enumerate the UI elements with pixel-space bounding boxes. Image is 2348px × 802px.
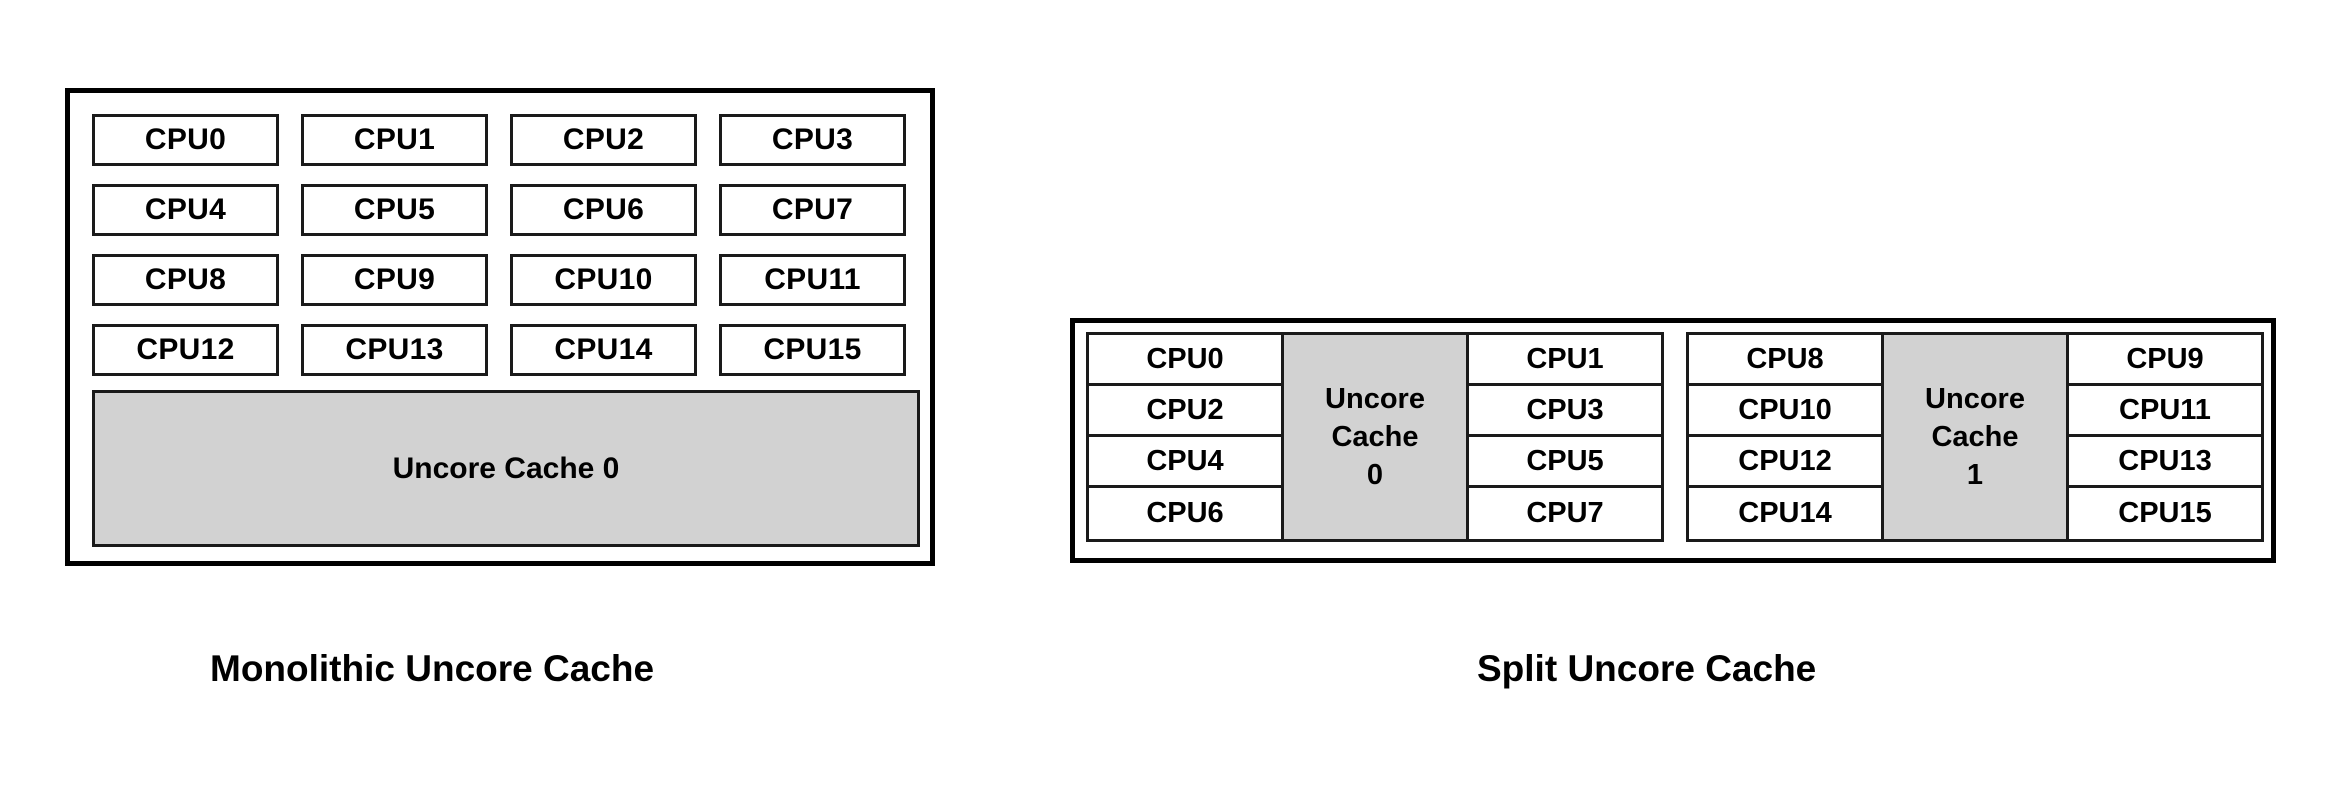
cpu-box: CPU9	[301, 254, 488, 306]
cpu-box: CPU10	[1689, 386, 1881, 437]
cpu-box: CPU4	[1089, 437, 1281, 488]
uncore-cache-label-line2: Cache	[1931, 420, 2019, 453]
cpu-box: CPU11	[2069, 386, 2261, 437]
cpu-row: CPU4 CPU5 CPU6 CPU7	[92, 184, 920, 236]
monolithic-figure-caption: Monolithic Uncore Cache	[210, 648, 655, 689]
cpu-row: CPU12 CPU13 CPU14 CPU15	[92, 324, 920, 376]
cpu-box: CPU14	[1689, 488, 1881, 539]
cpu-box: CPU5	[301, 184, 488, 236]
monolithic-uncore-cache-figure: CPU0 CPU1 CPU2 CPU3 CPU4 CPU5 CPU6 CPU7 …	[65, 88, 935, 566]
cpu-box: CPU15	[2069, 488, 2261, 539]
cpu-box: CPU5	[1469, 437, 1661, 488]
cpu-box: CPU7	[1469, 488, 1661, 539]
uncore-cache-block: Uncore Cache 0	[1281, 335, 1469, 539]
split-cache-group: CPU8 CPU10 CPU12 CPU14 Uncore Cache 1 CP…	[1686, 332, 2264, 542]
uncore-cache-block: Uncore Cache 1	[1881, 335, 2069, 539]
monolithic-cpu-grid: CPU0 CPU1 CPU2 CPU3 CPU4 CPU5 CPU6 CPU7 …	[92, 114, 920, 376]
cpu-box: CPU14	[510, 324, 697, 376]
cpu-box: CPU1	[1469, 335, 1661, 386]
split-uncore-cache-figure: CPU0 CPU2 CPU4 CPU6 Uncore Cache 0 CPU1 …	[1070, 318, 2276, 563]
split-groups-container: CPU0 CPU2 CPU4 CPU6 Uncore Cache 0 CPU1 …	[1086, 332, 2264, 542]
cpu-column-right: CPU1 CPU3 CPU5 CPU7	[1469, 335, 1661, 539]
cpu-box: CPU8	[92, 254, 279, 306]
split-figure-caption: Split Uncore Cache	[1477, 648, 1817, 689]
uncore-cache-label-line1: Uncore	[1925, 382, 2025, 415]
cpu-box: CPU3	[719, 114, 906, 166]
cpu-box: CPU13	[2069, 437, 2261, 488]
uncore-cache-block: Uncore Cache 0	[92, 390, 920, 547]
cpu-box: CPU9	[2069, 335, 2261, 386]
cpu-box: CPU10	[510, 254, 697, 306]
cpu-box: CPU12	[1689, 437, 1881, 488]
cpu-box: CPU11	[719, 254, 906, 306]
cpu-box: CPU1	[301, 114, 488, 166]
split-cache-group: CPU0 CPU2 CPU4 CPU6 Uncore Cache 0 CPU1 …	[1086, 332, 1664, 542]
cpu-column-left: CPU0 CPU2 CPU4 CPU6	[1089, 335, 1281, 539]
cpu-box: CPU3	[1469, 386, 1661, 437]
uncore-cache-label-line3: 1	[1966, 459, 1984, 492]
uncore-cache-label-line1: Uncore	[1325, 382, 1425, 415]
cpu-box: CPU0	[92, 114, 279, 166]
cpu-box: CPU0	[1089, 335, 1281, 386]
cpu-column-left: CPU8 CPU10 CPU12 CPU14	[1689, 335, 1881, 539]
cpu-box: CPU15	[719, 324, 906, 376]
cpu-box: CPU2	[1089, 386, 1281, 437]
uncore-cache-label-line2: Cache	[1331, 420, 1419, 453]
cpu-box: CPU12	[92, 324, 279, 376]
cpu-box: CPU7	[719, 184, 906, 236]
cpu-column-right: CPU9 CPU11 CPU13 CPU15	[2069, 335, 2261, 539]
cpu-box: CPU2	[510, 114, 697, 166]
uncore-cache-label-line3: 0	[1366, 459, 1384, 492]
cpu-box: CPU13	[301, 324, 488, 376]
cpu-row: CPU8 CPU9 CPU10 CPU11	[92, 254, 920, 306]
cpu-box: CPU6	[1089, 488, 1281, 539]
cpu-box: CPU8	[1689, 335, 1881, 386]
cpu-box: CPU4	[92, 184, 279, 236]
cpu-box: CPU6	[510, 184, 697, 236]
cpu-row: CPU0 CPU1 CPU2 CPU3	[92, 114, 920, 166]
